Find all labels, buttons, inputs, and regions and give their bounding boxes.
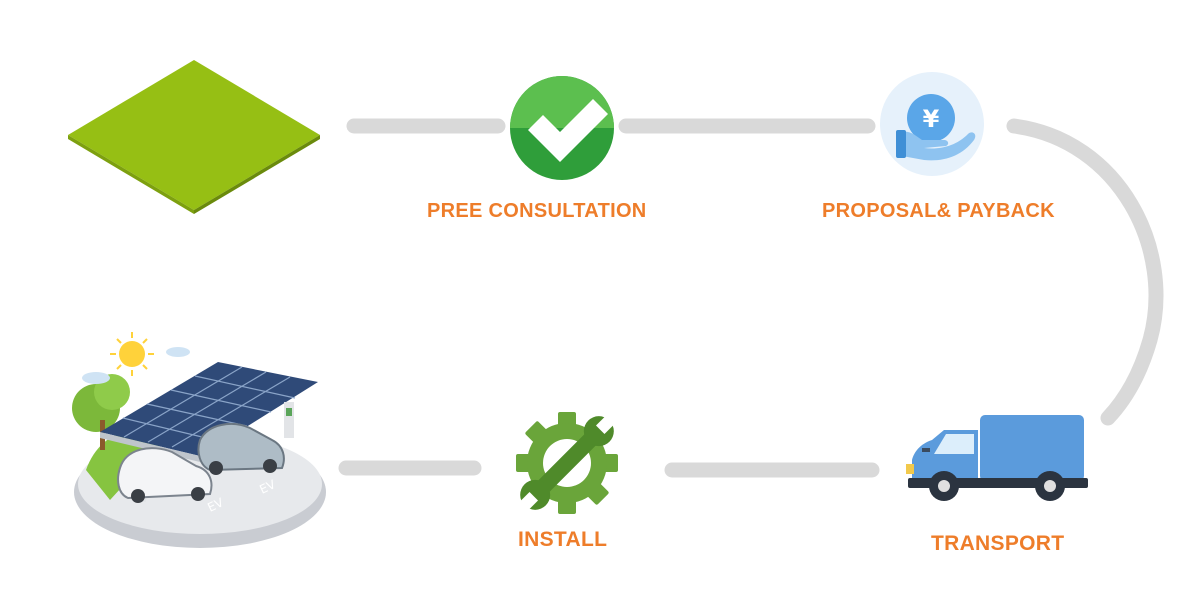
connector-proposal-to-transport xyxy=(1006,118,1164,426)
step-label-proposal: PROPOSAL& PAYBACK xyxy=(822,200,1055,222)
solar-carport-icon: EV EV xyxy=(72,332,326,548)
check-icon xyxy=(510,76,614,180)
carport-ev-mark: EV xyxy=(205,495,226,515)
yen-symbol: ¥ xyxy=(923,105,940,133)
gear-wrench-icon xyxy=(516,412,618,514)
carport-ev-mark: EV xyxy=(257,477,278,497)
truck-icon xyxy=(906,415,1088,501)
flow-connectors xyxy=(338,118,1164,478)
step-label-install: INSTALL xyxy=(518,528,608,551)
green-plot-icon xyxy=(68,60,320,214)
step-label-transport: TRANSPORT xyxy=(931,532,1065,555)
step-label-consultation: PREE CONSULTATION xyxy=(427,200,647,222)
yen-hand-icon: ¥ xyxy=(880,72,984,176)
